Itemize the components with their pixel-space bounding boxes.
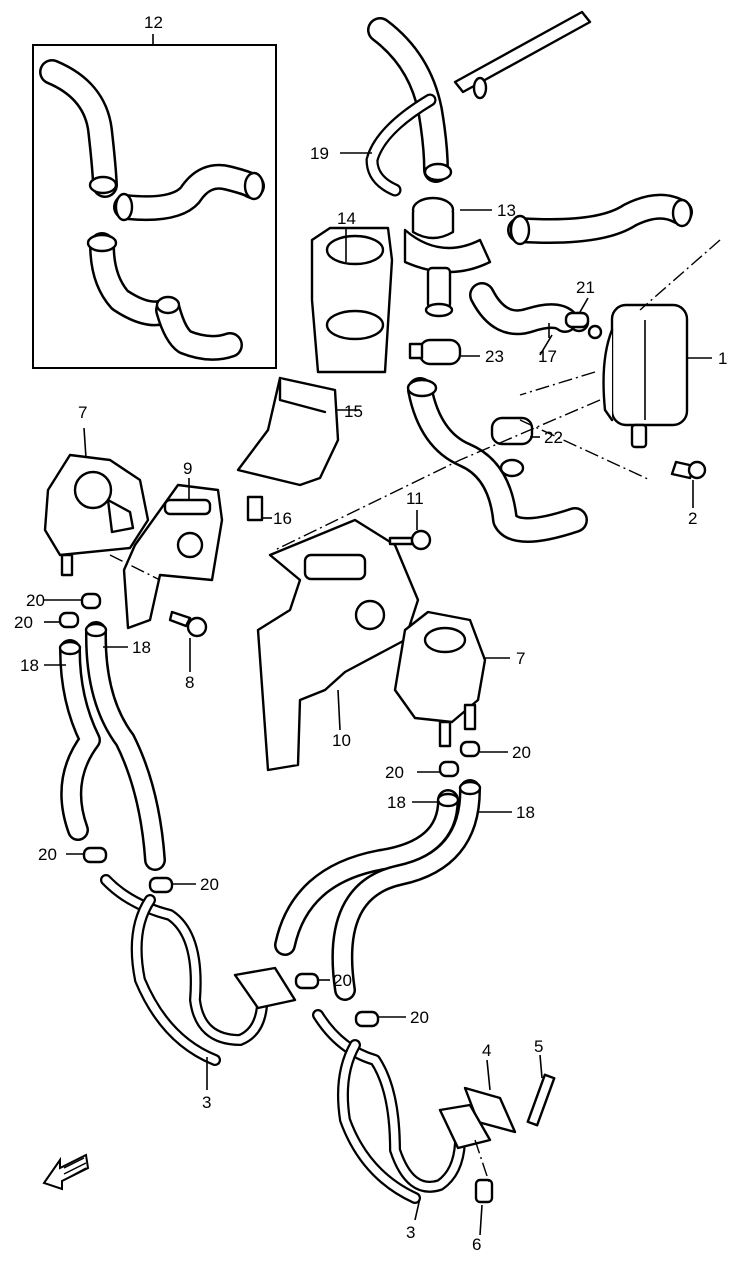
callout-20h: 20 [410, 1008, 429, 1027]
leader-lines [44, 152, 712, 1236]
callout-14: 14 [337, 209, 356, 228]
front-direction-arrow-icon [42, 1153, 90, 1191]
reed-valve-13 [403, 196, 492, 318]
callout-2: 2 [688, 509, 697, 528]
callout-18b: 18 [132, 638, 151, 657]
callout-3a: 3 [202, 1093, 211, 1112]
intake-hose-assembly [365, 10, 592, 197]
holder-14 [310, 226, 394, 374]
hardware [168, 460, 707, 1204]
callout-4: 4 [482, 1041, 491, 1060]
callout-10: 10 [332, 731, 351, 750]
hose-22-assembly [406, 377, 588, 543]
callout-13: 13 [497, 201, 516, 220]
callout-8: 8 [185, 673, 194, 692]
callout-20e: 20 [38, 845, 57, 864]
callout-15: 15 [344, 402, 363, 421]
callout-11: 11 [406, 489, 424, 508]
callout-20a: 20 [26, 591, 45, 610]
callout-17: 17 [538, 347, 557, 366]
callout-labels: 12 19 13 14 21 17 23 1 15 22 7 9 2 16 11… [14, 13, 727, 1254]
callout-5: 5 [534, 1037, 543, 1056]
callout-20b: 20 [14, 613, 33, 632]
callout-1: 1 [718, 349, 727, 368]
callout-20f: 20 [200, 875, 219, 894]
callout-22: 22 [544, 428, 563, 447]
callout-7a: 7 [78, 403, 87, 422]
alignment-lines [109, 239, 721, 1186]
hoses-18-right [274, 779, 482, 1001]
callout-18a: 18 [20, 656, 39, 675]
callout-18c: 18 [387, 793, 406, 812]
air-pump-7-left [43, 453, 150, 577]
callout-19: 19 [310, 144, 329, 163]
bracket-15 [236, 376, 340, 487]
small-clamps [58, 311, 590, 1028]
callout-23: 23 [485, 347, 504, 366]
canister-1-and-hoses [469, 193, 693, 449]
callout-12: 12 [144, 13, 163, 32]
pipe-3-left [100, 874, 297, 1066]
callout-3b: 3 [406, 1223, 415, 1242]
air-pump-7-right [393, 610, 487, 748]
clamp-23 [408, 338, 462, 366]
callout-20c: 20 [512, 743, 531, 762]
callout-9: 9 [183, 459, 192, 478]
callout-18d: 18 [516, 803, 535, 822]
callout-16: 16 [273, 509, 292, 528]
bracket-10 [256, 518, 420, 772]
pipe-3-right [312, 1009, 492, 1204]
callout-20d: 20 [385, 763, 404, 782]
hose-kit-inset [32, 34, 277, 369]
callout-21: 21 [576, 278, 595, 297]
hoses-18-left [58, 621, 166, 871]
callout-7b: 7 [516, 649, 525, 668]
bracket-9 [122, 483, 224, 630]
callout-6: 6 [472, 1235, 481, 1254]
callout-20g: 20 [333, 971, 352, 990]
